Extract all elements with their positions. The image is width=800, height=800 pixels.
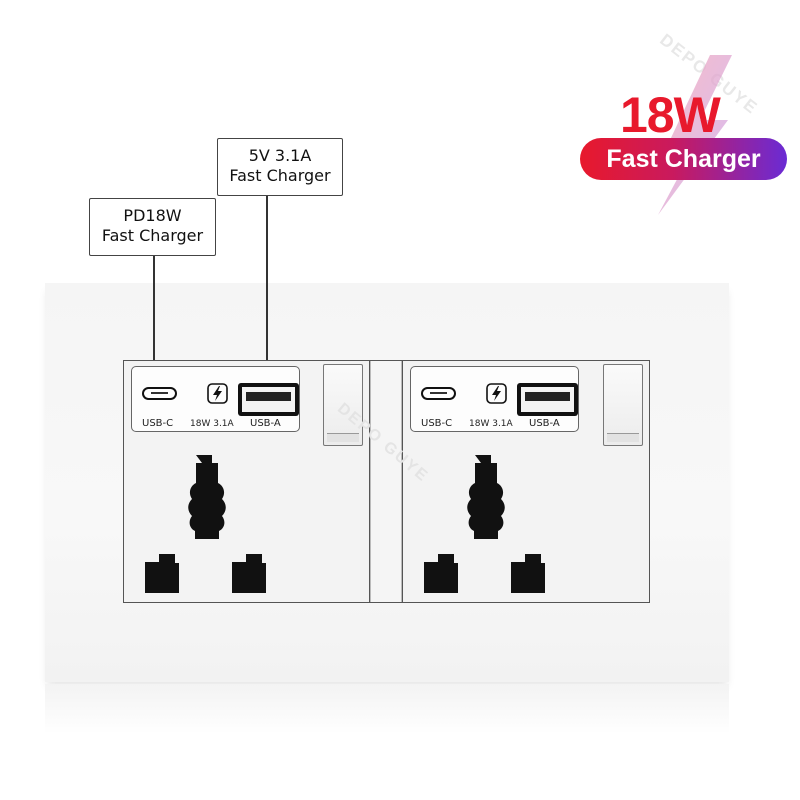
usb-a-label: USB-A: [250, 418, 281, 429]
callout-line2: Fast Charger: [101, 226, 204, 245]
rating-label: 18W 3.1A: [469, 419, 513, 429]
callout-pd-fast-charger: PD18W Fast Charger: [89, 198, 216, 256]
universal-socket-icon: [145, 455, 266, 593]
callout-line2: Fast Charger: [229, 166, 331, 185]
usb-a-label: USB-A: [529, 418, 560, 429]
rating-label: 18W 3.1A: [190, 419, 234, 429]
rocker-switch-icon[interactable]: [323, 364, 363, 446]
callout-line1: 5V 3.1A: [248, 146, 312, 165]
usb-c-port-icon: [142, 387, 177, 400]
usb-c-label: USB-C: [142, 418, 174, 429]
fast-charge-bolt-icon: [486, 383, 507, 404]
socket-module-left: USB-C 18W 3.1A USB-A: [123, 360, 370, 603]
usb-a-port-icon: [517, 383, 578, 416]
usb-panel: USB-C 18W 3.1A USB-A: [131, 366, 300, 432]
usb-c-label: USB-C: [421, 418, 453, 429]
plate-reflection: [45, 684, 729, 734]
callout-5v-fast-charger: 5V 3.1A Fast Charger: [217, 138, 343, 196]
leader-line-5v: [266, 196, 268, 373]
lightning-graphic-icon: [658, 55, 732, 215]
leader-line-pd: [153, 256, 155, 371]
usb-c-port-icon: [421, 387, 456, 400]
socket-module-right: USB-C 18W 3.1A USB-A: [402, 360, 650, 603]
callout-line1: PD18W: [123, 206, 182, 225]
usb-a-port-icon: [238, 383, 299, 416]
universal-socket-icon: [424, 455, 545, 593]
badge-fast-charger: Fast Charger: [580, 138, 787, 180]
usb-panel: USB-C 18W 3.1A USB-A: [410, 366, 579, 432]
module-divider: [370, 360, 402, 603]
rocker-switch-icon[interactable]: [603, 364, 643, 446]
fast-charge-bolt-icon: [207, 383, 228, 404]
badge-wattage: 18W: [620, 87, 721, 143]
